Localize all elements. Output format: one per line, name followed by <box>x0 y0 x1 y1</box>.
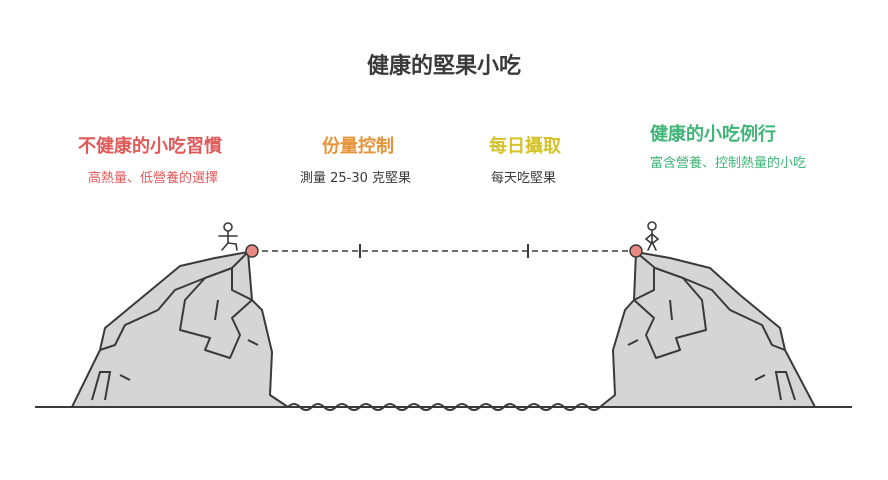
step-portion-control-title: 份量控制 <box>322 136 394 157</box>
person-goal-icon <box>645 221 659 251</box>
end-point-marker <box>629 244 643 258</box>
left-cliff <box>71 251 289 408</box>
step-healthy-routine-description: 富含營養、控制熱量的小吃 <box>650 156 807 171</box>
person-start-icon <box>218 222 238 251</box>
water-waves <box>287 403 601 411</box>
step-daily-intake-title: 每日攝取 <box>489 136 561 157</box>
right-cliff <box>599 251 816 408</box>
step-healthy-routine-title: 健康的小吃例行 <box>650 124 776 145</box>
step-unhealthy-habits-description: 高熱量、低營養的選擇 <box>88 171 219 186</box>
start-point-marker <box>245 244 259 258</box>
step-unhealthy-habits-title: 不健康的小吃習慣 <box>78 136 222 157</box>
diagram-title: 健康的堅果小吃 <box>366 54 521 79</box>
step-portion-control-description: 測量 25-30 克堅果 <box>300 171 412 186</box>
step-daily-intake-description: 每天吃堅果 <box>491 171 557 186</box>
